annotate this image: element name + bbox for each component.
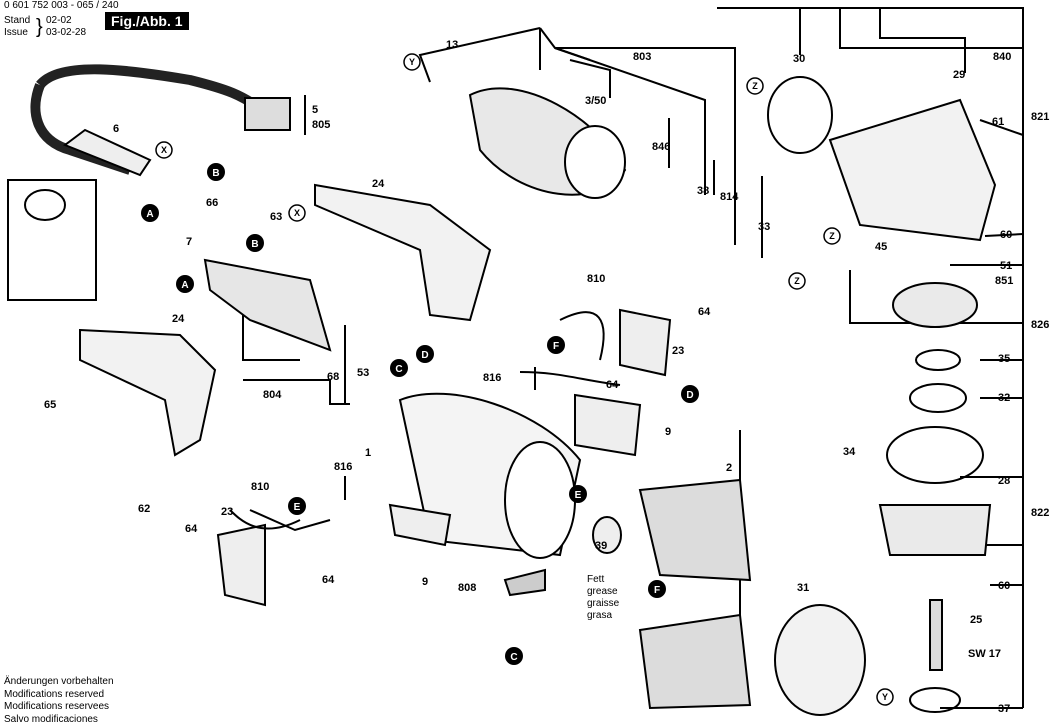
svg-text:X: X — [161, 145, 167, 155]
svg-text:840: 840 — [993, 51, 1011, 63]
svg-text:64: 64 — [606, 379, 619, 391]
svg-text:E: E — [575, 490, 582, 501]
grease-label-3: grasa — [587, 610, 612, 621]
svg-text:805: 805 — [312, 119, 330, 131]
svg-text:45: 45 — [875, 241, 887, 253]
svg-text:61: 61 — [992, 116, 1004, 128]
svg-text:F: F — [553, 341, 559, 352]
svg-text:30: 30 — [793, 53, 805, 65]
svg-text:Z: Z — [752, 81, 758, 91]
svg-text:64: 64 — [698, 306, 711, 318]
grease-label-1: grease — [587, 586, 618, 597]
svg-text:13: 13 — [446, 39, 458, 51]
svg-text:3/50: 3/50 — [585, 95, 606, 107]
stand-label: Stand — [4, 15, 31, 26]
svg-text:66: 66 — [206, 197, 218, 209]
svg-text:31: 31 — [797, 582, 809, 594]
svg-text:X: X — [294, 208, 300, 218]
svg-text:821: 821 — [1031, 111, 1049, 123]
svg-text:60: 60 — [998, 580, 1010, 592]
grease-label-2: graisse — [587, 598, 620, 609]
svg-text:E: E — [294, 502, 301, 513]
figure-label: Fig./Abb. 1 — [105, 12, 189, 30]
svg-text:29: 29 — [953, 69, 965, 81]
issue-date: 03-02-28 — [46, 27, 87, 38]
svg-text:9: 9 — [422, 576, 428, 588]
svg-text:816: 816 — [483, 372, 501, 384]
svg-text:C: C — [510, 652, 517, 663]
svg-text:64: 64 — [185, 523, 198, 535]
svg-text:51: 51 — [1000, 260, 1012, 272]
svg-text:808: 808 — [458, 582, 476, 594]
svg-text:B: B — [212, 168, 219, 179]
svg-text:Y: Y — [409, 57, 415, 67]
connector-markers — [141, 53, 894, 706]
svg-text:803: 803 — [633, 51, 651, 63]
issue-label: Issue — [4, 27, 28, 38]
svg-text:24: 24 — [372, 178, 385, 190]
disclaimer-notes: Änderungen vorbehalten Modifications res… — [4, 676, 114, 726]
stand-date: 02-02 — [46, 15, 72, 26]
svg-text:816: 816 — [334, 461, 352, 473]
svg-text:810: 810 — [587, 273, 605, 285]
note-de: Änderungen vorbehalten — [4, 676, 114, 687]
svg-text:34: 34 — [843, 446, 856, 458]
svg-text:1: 1 — [365, 447, 371, 459]
svg-text:60: 60 — [1000, 229, 1012, 241]
svg-text:28: 28 — [998, 475, 1010, 487]
svg-text:2: 2 — [726, 462, 732, 474]
svg-text:23: 23 — [672, 345, 684, 357]
svg-text:804: 804 — [263, 389, 282, 401]
svg-text:Z: Z — [829, 231, 835, 241]
svg-text:F: F — [654, 585, 660, 596]
svg-text:D: D — [421, 350, 428, 361]
svg-text:826: 826 — [1031, 319, 1049, 331]
svg-text:810: 810 — [251, 481, 269, 493]
note-es: Salvo modificaciones — [4, 713, 98, 725]
svg-text:814: 814 — [720, 191, 739, 203]
svg-text:35: 35 — [998, 353, 1010, 365]
svg-text:63: 63 — [270, 211, 282, 223]
grease-label-0: Fett — [587, 574, 604, 585]
svg-text:68: 68 — [327, 371, 339, 383]
connector-letters: A B B A C D D E E F F C — [146, 168, 693, 663]
svg-text:64: 64 — [322, 574, 335, 586]
svg-text:39: 39 — [595, 540, 607, 552]
svg-text:62: 62 — [138, 503, 150, 515]
svg-text:5: 5 — [312, 104, 318, 116]
svg-text:9: 9 — [665, 426, 671, 438]
svg-text:38: 38 — [697, 185, 709, 197]
document-number: 0 601 752 003 - 065 / 240 — [4, 0, 119, 11]
svg-text:65: 65 — [44, 399, 56, 411]
svg-text:A: A — [181, 280, 188, 291]
svg-text:851: 851 — [995, 275, 1013, 287]
svg-text:37: 37 — [998, 703, 1010, 715]
svg-text:822: 822 — [1031, 507, 1049, 519]
svg-text:23: 23 — [221, 506, 233, 518]
svg-text:24: 24 — [172, 313, 185, 325]
note-fr: Modifications reservees — [4, 701, 110, 712]
svg-text:6: 6 — [113, 123, 119, 135]
svg-text:Z: Z — [794, 276, 800, 286]
svg-text:SW 17: SW 17 — [968, 648, 1001, 660]
svg-text:33: 33 — [758, 221, 770, 233]
svg-text:7: 7 — [186, 236, 192, 248]
svg-text:Y: Y — [882, 692, 888, 702]
svg-text:32: 32 — [998, 392, 1010, 404]
note-en: Modifications reserved — [4, 688, 105, 700]
svg-text:C: C — [395, 364, 402, 375]
svg-text:D: D — [686, 390, 693, 401]
svg-text:B: B — [251, 239, 258, 250]
svg-text:25: 25 — [970, 614, 982, 626]
svg-text:53: 53 — [357, 367, 369, 379]
svg-text:846: 846 — [652, 141, 670, 153]
svg-text:A: A — [146, 209, 153, 220]
brace-icon: } — [36, 16, 43, 38]
